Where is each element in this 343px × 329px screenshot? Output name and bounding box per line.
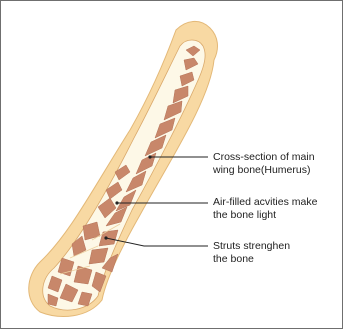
callout-line: the bone (213, 253, 290, 266)
leader-dot-cross-section (148, 155, 151, 158)
callout-line: Air-filled acvities make (213, 196, 317, 209)
callout-cross-section: Cross-section of main wing bone(Humerus) (213, 151, 315, 177)
callout-line: the bone light (213, 209, 317, 222)
leader-dot-struts (104, 236, 107, 239)
leader-dot-air-cavities (115, 201, 118, 204)
callout-line: Struts strenghen (213, 240, 290, 253)
callout-line: Cross-section of main (213, 151, 315, 164)
callout-line: wing bone(Humerus) (213, 164, 315, 177)
callout-struts: Struts strenghen the bone (213, 240, 290, 266)
callout-air-cavities: Air-filled acvities make the bone light (213, 196, 317, 222)
